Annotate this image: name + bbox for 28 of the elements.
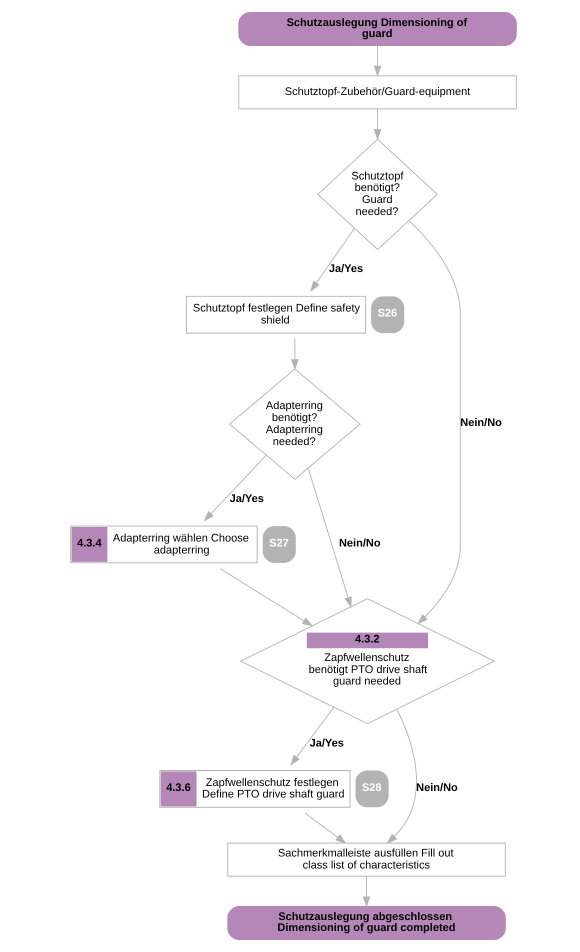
node-box: Schutztopf-Zubehör/Guard-equipment [238, 75, 516, 110]
edge-label: Nein/No [460, 417, 502, 430]
node-diamond: 4.3.2 Zapfwellenschutz benötigt PTO drive shaft guard needed [239, 598, 495, 724]
edge-label: Nein/No [416, 782, 458, 794]
arrow [373, 108, 381, 140]
node-diamond: Adapterring benötigt? Adapterring needed? [228, 368, 360, 480]
edge-label: Ja/Yes [328, 263, 363, 276]
arrow [362, 876, 370, 908]
edge-label: Ja/Yes [309, 737, 344, 750]
arrow [408, 220, 460, 624]
arrow [290, 706, 334, 766]
node-box: Schutzauslegung Dimensioning of guard [238, 12, 516, 46]
arrow [290, 338, 298, 370]
arrow [219, 568, 313, 626]
node-label: S27 [268, 537, 288, 550]
arrow [307, 468, 352, 608]
node-diamond: Schutztopf benötigt? Guard needed? [316, 138, 438, 250]
arrow [386, 708, 416, 844]
edge-label: Ja/Yes [229, 492, 264, 505]
node-label: S26 [377, 308, 397, 320]
node-box: Sachmerkmalleiste ausfüllen Fill out class list of characteristics [226, 842, 506, 877]
node-box: Schutzauslegung abgeschlossen Dimensioning of guard completed [226, 906, 506, 940]
arrow [373, 45, 381, 77]
arrow [304, 812, 346, 844]
node-label: S28 [361, 782, 382, 794]
arrow [310, 228, 354, 292]
arrow [203, 454, 266, 522]
edge-label: Nein/No [338, 537, 380, 550]
